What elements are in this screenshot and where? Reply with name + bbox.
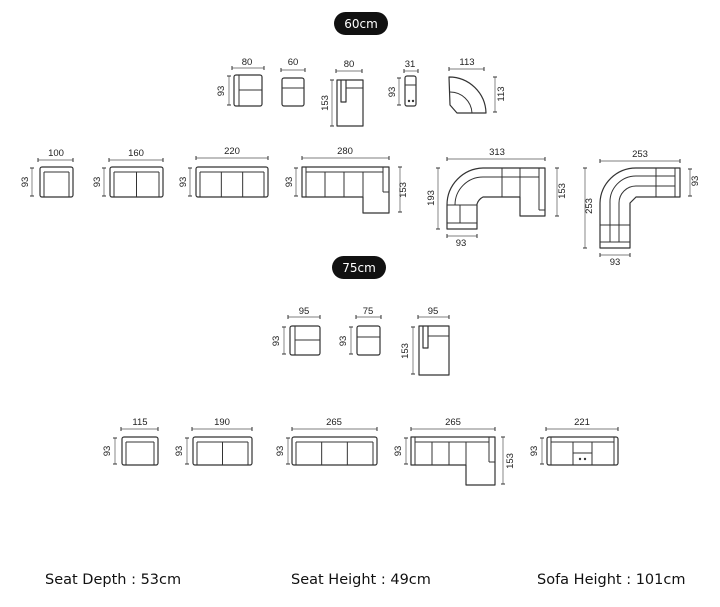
- dim-width: 113: [459, 57, 474, 68]
- dim-depth: 93: [271, 336, 282, 347]
- sofa-outline: [195, 166, 269, 198]
- pill-background: [334, 12, 388, 35]
- dim-width: 95: [299, 306, 310, 317]
- sofa-outline: [340, 80, 347, 103]
- button-icon: [411, 99, 415, 103]
- dim-chaise-depth: 153: [505, 453, 516, 469]
- seat-depth-spec: Seat Depth : 53cm: [45, 572, 182, 588]
- dim-depth: 93: [216, 86, 227, 97]
- sofa-outline: [618, 185, 637, 204]
- dim-depth: 153: [400, 343, 411, 359]
- dim-depth: 93: [284, 177, 295, 188]
- sofa-outline: [281, 77, 305, 107]
- dim-depth: 93: [92, 177, 103, 188]
- sofa-outline: [39, 166, 74, 198]
- dim-width: 100: [48, 148, 64, 159]
- dim-depth: 93: [529, 446, 540, 457]
- dim-width: 190: [214, 417, 230, 428]
- dim-width: 115: [132, 417, 147, 428]
- dim-width: 31: [405, 59, 416, 70]
- dim-height: 193: [426, 190, 437, 206]
- dim-depth: 93: [102, 446, 113, 457]
- sofa-outline: [404, 75, 417, 107]
- dim-width: 75: [363, 306, 374, 317]
- pill-text: 75cm: [342, 261, 376, 275]
- sofa-outline: [418, 325, 450, 376]
- dim-depth: 93: [393, 446, 404, 457]
- dim-depth: 93: [20, 177, 31, 188]
- dim-width: 60: [288, 57, 299, 68]
- dim-arm-width: 93: [610, 257, 621, 268]
- section-label-60cm: 60cm: [334, 12, 388, 35]
- sofa-outline: [446, 167, 546, 230]
- dim-depth: 153: [320, 95, 331, 111]
- sofa-outline: [410, 436, 496, 486]
- dim-chaise-depth: 153: [398, 182, 409, 198]
- pill-background: [332, 256, 386, 279]
- dim-width: 313: [489, 147, 505, 158]
- sofa-outline: [336, 79, 364, 127]
- sofa-outline: [449, 91, 473, 114]
- dim-width: 265: [445, 417, 461, 428]
- dim-width: 280: [337, 146, 353, 157]
- sofa-outline: [448, 76, 487, 114]
- dim-depth: 93: [275, 446, 286, 457]
- sofa-outline: [546, 436, 619, 466]
- sofa-height-spec: Sofa Height : 101cm: [537, 572, 686, 588]
- dim-depth: 93: [690, 176, 701, 187]
- sofa-outline: [422, 326, 429, 349]
- pill-text: 60cm: [344, 17, 378, 31]
- dim-width: 253: [632, 149, 648, 160]
- dim-width: 95: [428, 306, 439, 317]
- dim-width: 160: [128, 148, 144, 159]
- sofa-outline: [609, 175, 637, 204]
- dim-depth: 113: [496, 86, 507, 101]
- dim-width: 220: [224, 146, 240, 157]
- dim-width: 221: [574, 417, 590, 428]
- dim-width: 80: [242, 57, 253, 68]
- sofa-outline: [599, 167, 681, 249]
- button-icon: [407, 99, 411, 103]
- button-icon: [583, 457, 587, 461]
- sofa-outline: [291, 436, 378, 466]
- dim-chaise-depth: 153: [557, 183, 568, 199]
- dim-height: 253: [584, 198, 595, 214]
- sofa-outline: [301, 166, 390, 214]
- dim-width: 265: [326, 417, 342, 428]
- dim-depth: 93: [174, 446, 185, 457]
- dim-width: 80: [344, 59, 355, 70]
- section-label-75cm: 75cm: [332, 256, 386, 279]
- button-icon: [578, 457, 582, 461]
- dim-depth: 93: [387, 87, 398, 98]
- sofa-outline: [454, 176, 484, 206]
- dim-arm-width: 93: [456, 238, 467, 249]
- sofa-outline: [356, 325, 381, 356]
- seat-height-spec: Seat Height : 49cm: [291, 572, 431, 588]
- sofa-outline: [121, 436, 159, 466]
- shapes-layer: [30, 66, 692, 486]
- dim-depth: 93: [178, 177, 189, 188]
- dim-depth: 93: [338, 336, 349, 347]
